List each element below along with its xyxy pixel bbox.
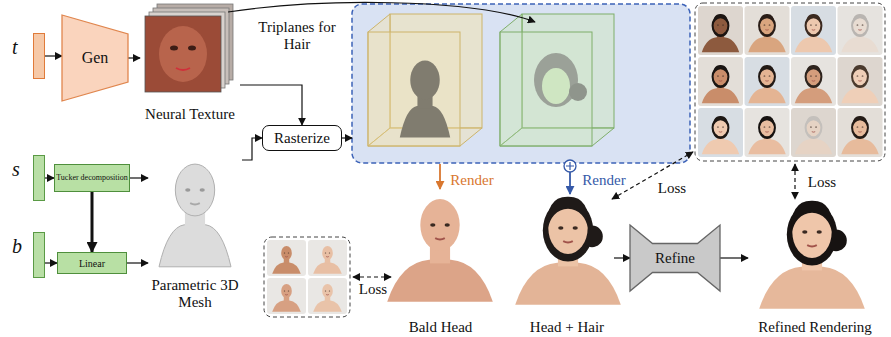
- refined-figure: [759, 201, 865, 309]
- photo-face: [841, 116, 878, 154]
- loss-arrow: [794, 164, 795, 199]
- photo-face: [748, 65, 785, 103]
- input-vector: s: [33, 155, 45, 201]
- sum-symbol: [566, 162, 574, 170]
- caption: Neural Texture: [145, 106, 235, 123]
- photo-face: [702, 65, 739, 103]
- photo-cell: [308, 240, 347, 276]
- loss-arrow: [353, 276, 391, 277]
- input-vector: t: [33, 33, 45, 79]
- block-label: Gen: [82, 49, 109, 67]
- render-label: Render: [447, 172, 497, 189]
- photo-face: [748, 116, 785, 154]
- mesh-figure: [159, 164, 231, 267]
- flow-arrow: [127, 262, 148, 263]
- variable-name: b: [12, 235, 22, 257]
- caption: Refined Rendering: [758, 319, 872, 336]
- photo-cell: [698, 6, 743, 55]
- triplane-plane: [500, 32, 592, 146]
- caption: Head + Hair: [530, 319, 604, 336]
- flow-arrow: [45, 55, 62, 56]
- bald-photo-face: [272, 284, 301, 312]
- flow-arrow: [242, 138, 262, 160]
- triplane-hair: [500, 14, 614, 146]
- block-label: Refine: [655, 250, 695, 267]
- photo-face: [702, 14, 739, 52]
- flow-arrow: [128, 57, 140, 58]
- sum-symbol: [564, 160, 576, 172]
- render-output: Bald Head: [393, 190, 488, 335]
- refine-network: Refine: [630, 225, 720, 291]
- photo-cell: [745, 57, 790, 106]
- block-label: Rasterize: [274, 130, 330, 147]
- photo-face: [748, 14, 785, 52]
- photo-cell: [267, 240, 306, 276]
- render-arrow: [569, 172, 571, 194]
- loss-label: Loss: [654, 180, 690, 197]
- photo-face: [841, 14, 878, 52]
- photo-cell: [267, 278, 306, 314]
- photo-cell: [838, 57, 883, 106]
- triplane-head: [368, 14, 482, 146]
- render-output: Head + Hair: [520, 192, 614, 335]
- photo-cell: [698, 108, 743, 157]
- bald-head-figure: [387, 199, 493, 302]
- caption: Parametric 3D Mesh: [148, 277, 242, 310]
- process-box: Rasterize: [262, 125, 342, 151]
- bald-photo-face: [313, 284, 342, 312]
- neural-texture: Neural Texture: [140, 4, 240, 122]
- bald-dataset-frame: [264, 237, 350, 317]
- loss-label: Loss: [804, 174, 840, 191]
- bald-photo-face: [272, 246, 301, 274]
- generator-block: Gen: [62, 15, 128, 101]
- flow-arrow: [614, 257, 630, 258]
- process-box: Tucker decomposition: [54, 164, 130, 192]
- dataset-frame: [695, 3, 885, 161]
- photo-cell: [745, 6, 790, 55]
- photo-cell: [698, 57, 743, 106]
- render-arrow: [439, 164, 441, 189]
- block-label: Linear: [79, 258, 105, 269]
- block-label: Tucker decomposition: [56, 174, 127, 183]
- loss-label: Loss: [355, 281, 391, 298]
- parametric-mesh: Parametric 3D Mesh: [148, 140, 242, 310]
- flow-arrow: [720, 257, 748, 258]
- photo-cell: [308, 278, 347, 314]
- triplane-plane: [368, 32, 460, 146]
- photo-face: [702, 116, 739, 154]
- photo-face: [795, 65, 832, 103]
- neural-texture-stack: [145, 4, 233, 92]
- photo-face: [795, 116, 832, 154]
- caption: Bald Head: [409, 319, 473, 336]
- process-box: Linear: [57, 252, 127, 274]
- variable-name: s: [12, 158, 20, 180]
- photo-face: [795, 14, 832, 52]
- photo-cell: [838, 6, 883, 55]
- render-label: Render: [579, 172, 629, 189]
- variable-name: t: [12, 36, 18, 58]
- flow-arrow: [45, 262, 57, 263]
- flow-arrow: [91, 192, 94, 252]
- photo-cell: [791, 6, 836, 55]
- flow-arrow: [240, 85, 302, 125]
- flow-arrow: [45, 177, 54, 178]
- photo-face: [841, 65, 878, 103]
- photo-cell: [791, 57, 836, 106]
- rasterize-arrow: [342, 137, 352, 138]
- triplane-region: [352, 4, 690, 163]
- head-hair-figure: [515, 197, 621, 305]
- photo-cell: [838, 108, 883, 157]
- input-vector: b: [33, 232, 45, 278]
- photo-cell: [791, 108, 836, 157]
- annotation: Triplanes for Hair: [258, 19, 336, 52]
- bald-photo-face: [313, 246, 342, 274]
- render-output: Refined Rendering: [748, 195, 882, 335]
- photo-cell: [745, 108, 790, 157]
- flow-arrow: [130, 177, 148, 178]
